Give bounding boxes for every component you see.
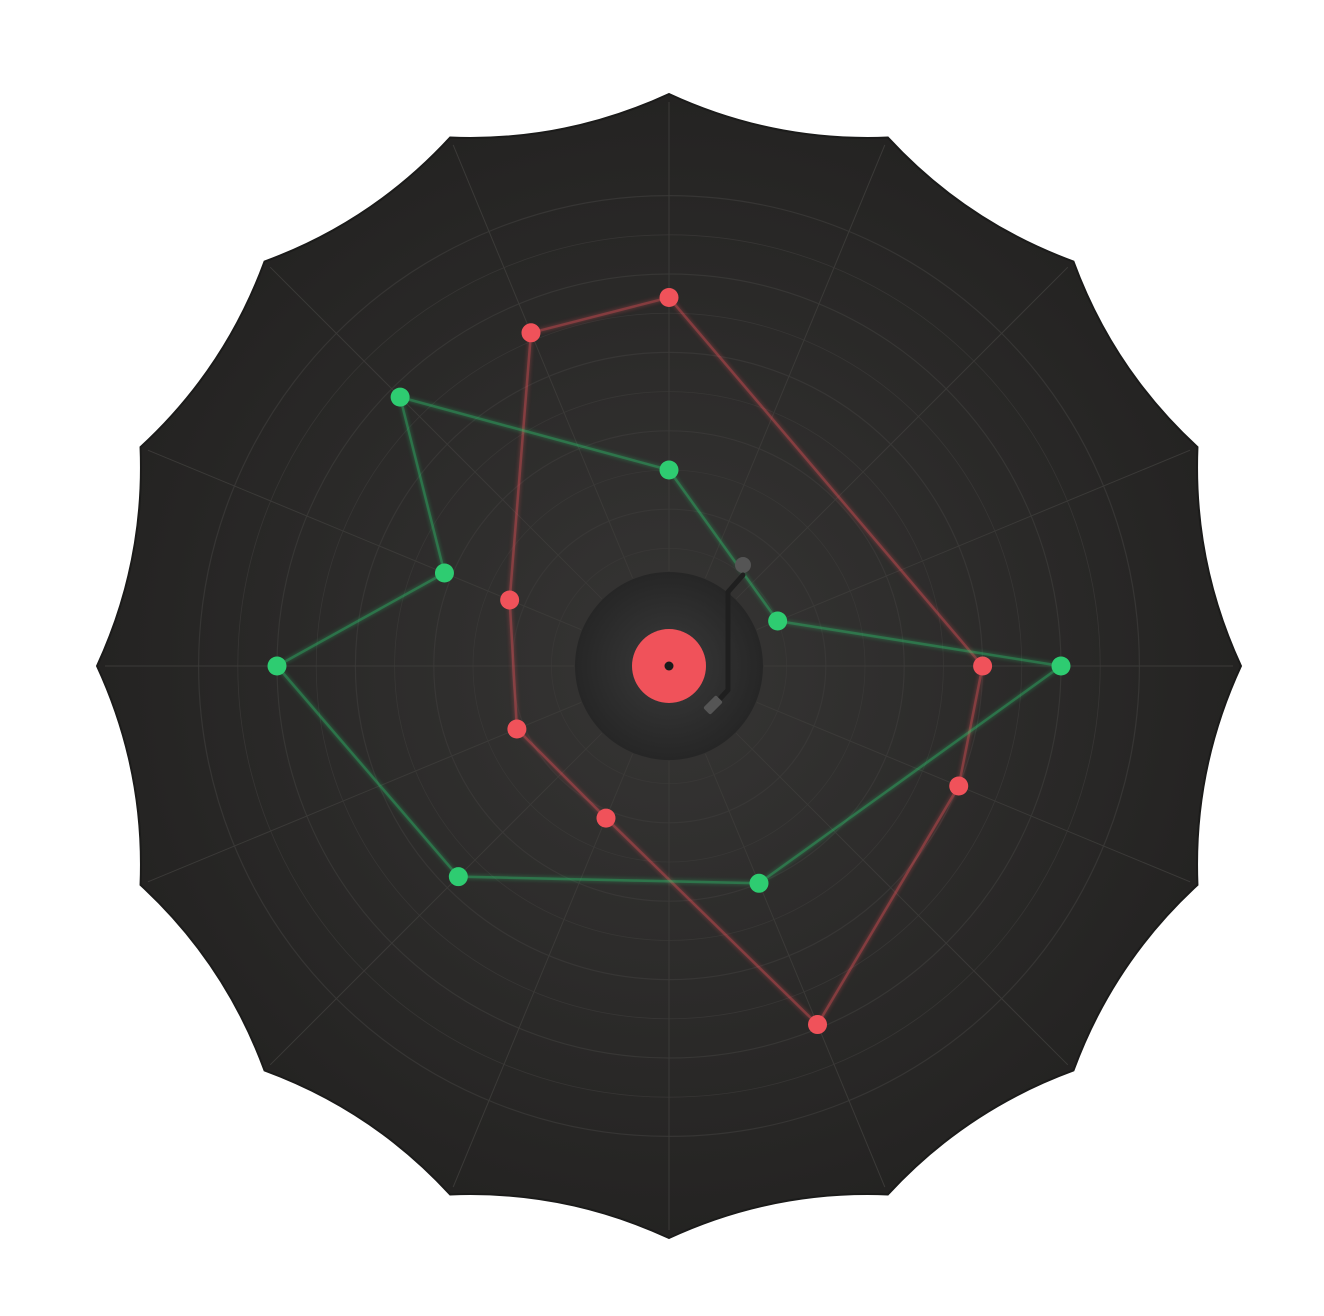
tonearm-head (703, 695, 723, 715)
series-1-point (521, 323, 541, 343)
tonearm-pivot (735, 557, 751, 573)
grid-spoke (704, 753, 886, 1188)
series-1-point (949, 776, 969, 796)
series-2-point (659, 460, 679, 480)
grid-spoke (735, 266, 1069, 600)
series-2-point (768, 611, 788, 631)
series-2-point (434, 563, 454, 583)
series-1-point (659, 288, 679, 308)
series-1-point (507, 719, 527, 739)
series-1-point (808, 1015, 828, 1035)
series-2-point (1051, 656, 1071, 676)
grid-spoke (269, 732, 603, 1066)
series-2-point (448, 867, 468, 887)
record-spindle (664, 661, 674, 671)
grid-spoke (756, 701, 1191, 883)
grid-spoke (756, 449, 1191, 631)
grid-spoke (452, 144, 634, 579)
grid-spoke (735, 732, 1069, 1066)
series-1-point (500, 590, 520, 610)
series-2-point (390, 387, 410, 407)
grid-spoke (269, 266, 603, 600)
series-2-point (749, 873, 769, 893)
tonearm (714, 572, 746, 705)
turntable-record-icon (575, 557, 763, 760)
series-1-point (596, 808, 616, 828)
series-2-point (267, 656, 287, 676)
series-1-point (973, 656, 993, 676)
grid-spoke (704, 144, 886, 579)
